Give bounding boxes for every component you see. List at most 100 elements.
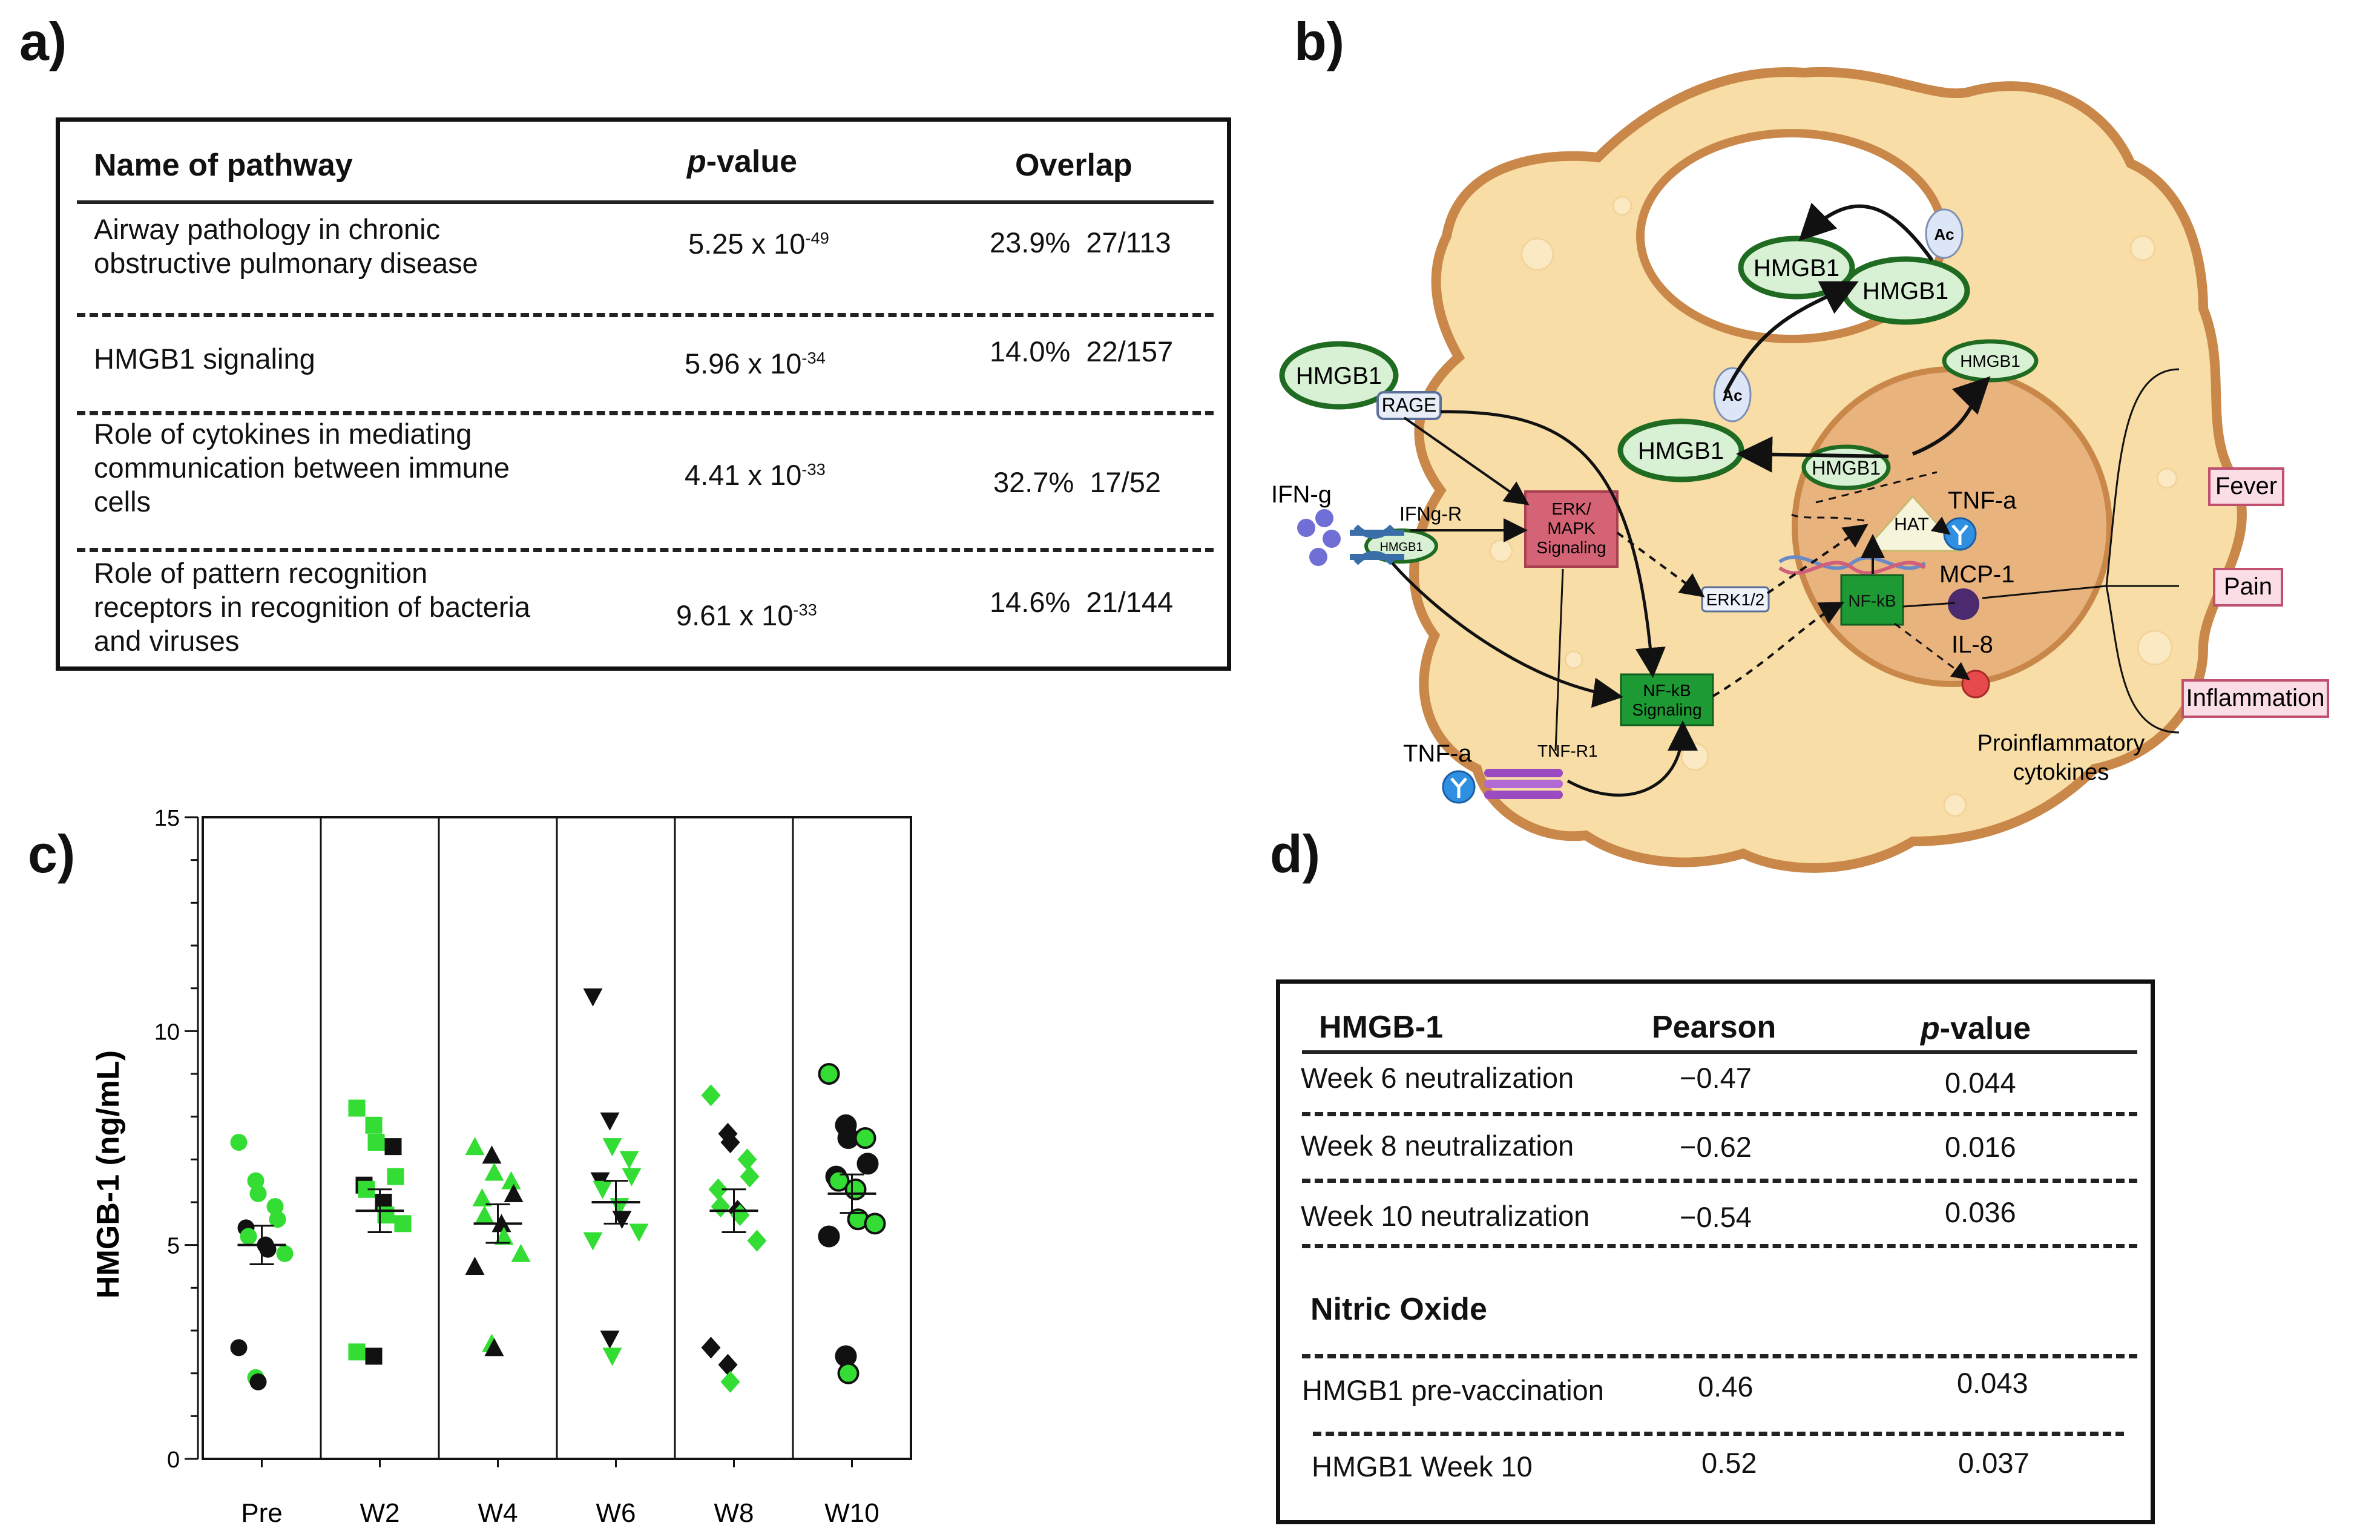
pathway-overlap: 32.7% 17/52	[993, 466, 1162, 498]
data-point	[472, 1188, 492, 1206]
data-point	[740, 1165, 760, 1188]
correlation-pearson: −0.54	[1680, 1201, 1752, 1233]
svg-text:ERK/: ERK/	[1551, 499, 1591, 518]
svg-text:NF-kB: NF-kB	[1643, 681, 1691, 700]
tnfa-label: TNF-a	[1403, 740, 1472, 767]
svg-text:Inflammation: Inflammation	[2186, 685, 2325, 711]
nfkb-box: NF-kB	[1840, 574, 1904, 626]
data-point	[266, 1198, 284, 1216]
x-tick-label: W2	[360, 1498, 400, 1528]
data-point	[365, 1348, 383, 1365]
pathway-pvalue: 9.61 x 10-33	[676, 599, 817, 631]
correlation-name: HMGB1 Week 10	[1312, 1450, 1533, 1482]
il8-molecule	[1961, 670, 1990, 699]
hmgb1-molecule: HMGB1	[1738, 235, 1855, 300]
correlation-name: Week 10 neutralization	[1301, 1200, 1590, 1232]
data-point	[593, 1180, 613, 1199]
correlation-name: Week 8 neutralization	[1301, 1130, 1574, 1162]
data-point	[864, 1213, 886, 1235]
x-tick-label: W10	[824, 1498, 879, 1528]
ifng-molecules	[1297, 509, 1341, 566]
correlation-pvalue: 0.016	[1945, 1131, 2016, 1163]
pathway-overlap: 14.0% 22/157	[990, 335, 1174, 367]
data-point	[619, 1151, 639, 1170]
data-point	[249, 1373, 267, 1390]
svg-text:Ac: Ac	[1722, 386, 1742, 404]
data-point	[718, 1354, 738, 1376]
svg-text:NF-kB: NF-kB	[1848, 591, 1896, 610]
data-point	[501, 1171, 521, 1190]
inflammation-box: Inflammation	[2181, 679, 2329, 718]
data-point	[365, 1116, 383, 1134]
row-divider	[1302, 1179, 2137, 1183]
x-tick-label: W8	[714, 1498, 754, 1528]
col-header-overlap: Overlap	[1015, 148, 1132, 183]
panel-label-b: b)	[1294, 12, 1345, 71]
pathway-overlap: 14.6% 21/144	[990, 586, 1174, 618]
data-point	[708, 1178, 728, 1200]
data-point	[720, 1131, 740, 1154]
correlation-name: HMGB1 pre-vaccination	[1302, 1374, 1604, 1406]
header-rule	[77, 200, 1214, 204]
correlation-pearson: 0.52	[1701, 1447, 1757, 1479]
svg-text:Signaling: Signaling	[1536, 538, 1606, 557]
svg-text:HAT: HAT	[1894, 515, 1929, 535]
x-tick-label: Pre	[241, 1498, 282, 1528]
hmgb1-molecule: HMGB1	[1617, 418, 1744, 482]
data-point	[837, 1362, 860, 1384]
pathway-name: HMGB1 signaling	[94, 343, 315, 375]
data-point	[394, 1215, 412, 1232]
proinflammatory-label: Proinflammatory	[1977, 731, 2145, 756]
pain-box: Pain	[2213, 568, 2283, 607]
row-divider	[1302, 1112, 2137, 1116]
data-point	[511, 1243, 531, 1262]
svg-text:Ac: Ac	[1934, 225, 1954, 243]
row-divider	[77, 548, 1214, 552]
pathway-overlap: 23.9% 27/113	[990, 226, 1171, 258]
correlation-pearson: −0.62	[1680, 1131, 1752, 1163]
hmgb1-pathway-diagram: HMGB1 HMGB1 HMGB1 HMGB1 HMGB1 HMGB1 HMGB…	[1271, 67, 2329, 873]
data-point	[494, 1226, 514, 1245]
data-point	[348, 1343, 366, 1361]
correlation-pvalue: 0.043	[1957, 1367, 2028, 1399]
data-point	[367, 1134, 385, 1151]
data-point	[276, 1245, 294, 1262]
x-tick-label: W4	[478, 1498, 518, 1528]
data-point	[737, 1148, 757, 1171]
data-point	[387, 1168, 404, 1185]
data-point	[269, 1211, 286, 1228]
hmgb1-molecule: HMGB1	[1942, 339, 2039, 383]
dashed-arrows	[1616, 471, 1970, 697]
data-point	[249, 1185, 267, 1202]
svg-text:MAPK: MAPK	[1547, 519, 1596, 538]
correlation-pvalue: 0.037	[1958, 1447, 2030, 1479]
acetyl-tag: Ac	[1713, 367, 1752, 423]
col-header-pvalue: p-value	[1921, 1011, 2031, 1046]
col-header-pearson: Pearson	[1652, 1010, 1777, 1045]
correlation-pearson: 0.46	[1698, 1371, 1754, 1403]
symptom-bracket	[1982, 368, 2180, 734]
data-point	[484, 1162, 504, 1181]
data-point	[348, 1099, 366, 1117]
vesicles	[1489, 196, 2178, 817]
mcp1-label: MCP-1	[1939, 561, 2014, 588]
nfkb-signaling-box: NF-kB Signaling	[1620, 673, 1714, 726]
data-point	[612, 1211, 632, 1229]
erk12-box: ERK1/2	[1701, 586, 1770, 613]
hmgb1-molecule: HMGB1	[1279, 341, 1399, 410]
data-point	[844, 1178, 867, 1200]
ifng-label: IFN-g	[1271, 481, 1332, 508]
svg-text:Pain: Pain	[2224, 573, 2272, 600]
mcp1-molecule	[1948, 588, 1979, 620]
correlation-table: HMGB-1 Pearson p-value Week 6 neutraliza…	[1276, 979, 2155, 1524]
data-point	[230, 1134, 248, 1151]
pathway-pvalue: 5.25 x 10-49	[688, 228, 829, 260]
panel-label-d: d)	[1270, 824, 1321, 884]
svg-text:HMGB1: HMGB1	[1960, 352, 2020, 370]
col-header-pvalue: p-value	[687, 144, 798, 179]
data-point	[827, 1170, 850, 1192]
correlation-pearson: −0.47	[1680, 1062, 1752, 1094]
